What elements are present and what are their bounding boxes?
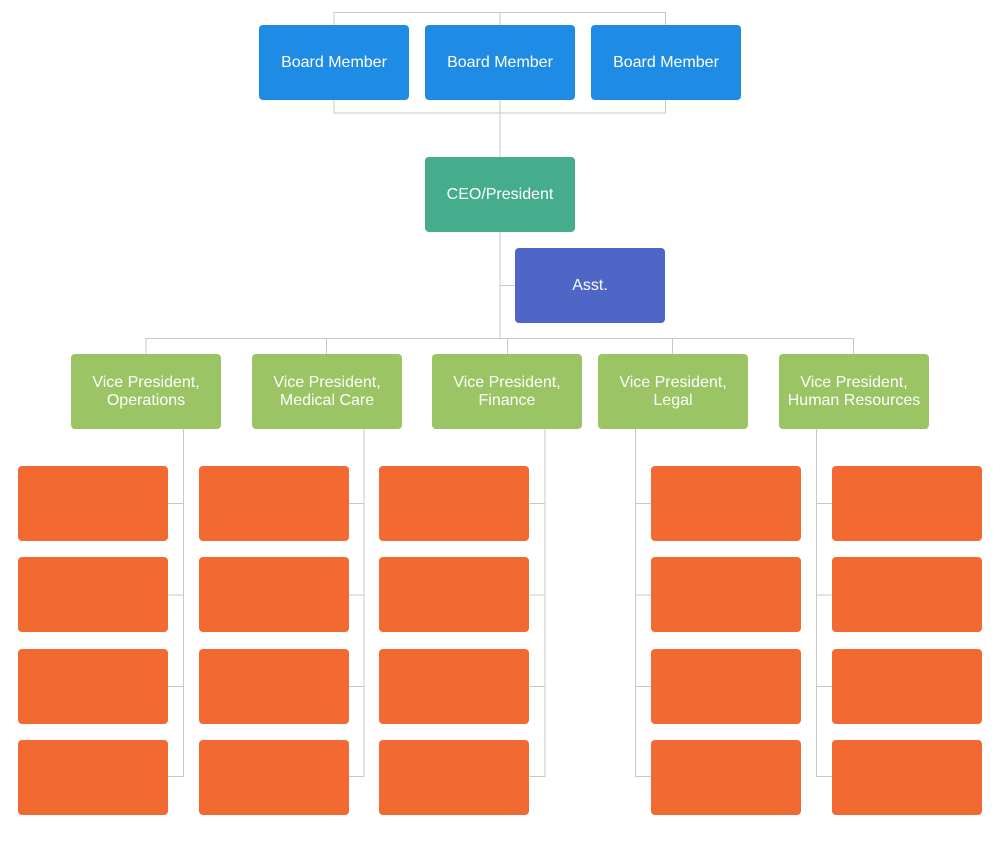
staff-node[interactable] — [199, 557, 349, 632]
staff-node[interactable] — [199, 649, 349, 724]
staff-node[interactable] — [18, 557, 168, 632]
vp-bus-line — [145, 338, 854, 354]
staff-node[interactable] — [651, 557, 801, 632]
staff-node[interactable] — [18, 466, 168, 541]
board-member-node[interactable]: Board Member — [259, 25, 409, 100]
staff-connector-line — [816, 429, 832, 777]
staff-connector-line — [635, 503, 651, 687]
staff-node[interactable] — [199, 466, 349, 541]
board-member-label: Board Member — [281, 53, 387, 71]
vp-human-resources-node[interactable]: Vice President, Human Resources — [779, 354, 929, 429]
staff-connector-line — [816, 503, 832, 687]
vp-label: Vice President, Human Resources — [787, 373, 921, 409]
staff-node[interactable] — [832, 557, 982, 632]
staff-connector-line — [529, 503, 545, 687]
vp-label: Vice President, Finance — [453, 373, 561, 409]
staff-node[interactable] — [651, 466, 801, 541]
board-member-node[interactable]: Board Member — [591, 25, 741, 100]
staff-connector-line — [168, 503, 184, 687]
staff-connector-line — [635, 429, 651, 777]
ceo-node[interactable]: CEO/President — [425, 157, 575, 232]
assistant-node[interactable]: Asst. — [515, 248, 665, 323]
vp-operations-node[interactable]: Vice President, Operations — [71, 354, 221, 429]
staff-node[interactable] — [18, 649, 168, 724]
vp-label: Vice President, Medical Care — [273, 373, 381, 409]
staff-node[interactable] — [199, 740, 349, 815]
vp-finance-node[interactable]: Vice President, Finance — [432, 354, 582, 429]
vp-label: Vice President, Operations — [92, 373, 200, 409]
vp-medical-care-node[interactable]: Vice President, Medical Care — [252, 354, 402, 429]
staff-node[interactable] — [379, 466, 529, 541]
staff-node[interactable] — [379, 649, 529, 724]
vp-legal-node[interactable]: Vice President, Legal — [598, 354, 748, 429]
vp-label: Vice President, Legal — [619, 373, 727, 409]
staff-node[interactable] — [651, 740, 801, 815]
board-member-label: Board Member — [447, 53, 553, 71]
staff-node[interactable] — [18, 740, 168, 815]
staff-node[interactable] — [379, 557, 529, 632]
staff-connector-line — [348, 503, 364, 687]
staff-node[interactable] — [832, 740, 982, 815]
assistant-label: Asst. — [572, 276, 608, 294]
staff-node[interactable] — [832, 649, 982, 724]
staff-connector-line — [348, 429, 365, 777]
board-member-label: Board Member — [613, 53, 719, 71]
staff-connector-line — [529, 429, 546, 777]
staff-node[interactable] — [379, 740, 529, 815]
ceo-label: CEO/President — [446, 185, 554, 203]
staff-node[interactable] — [832, 466, 982, 541]
staff-connector-line — [168, 429, 184, 777]
board-member-node[interactable]: Board Member — [425, 25, 575, 100]
staff-node[interactable] — [651, 649, 801, 724]
